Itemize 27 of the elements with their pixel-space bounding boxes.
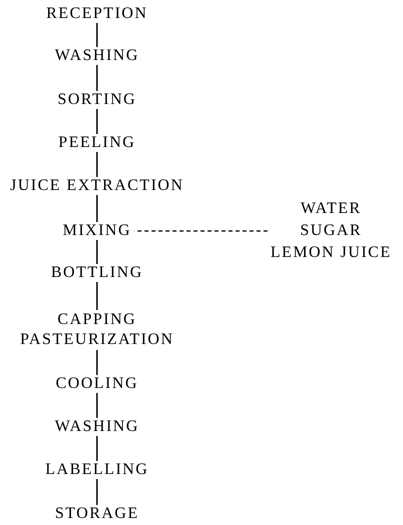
step-label: COOLING <box>52 375 142 393</box>
step-label: JUICE EXTRACTION <box>7 177 187 195</box>
step-label: RECEPTION <box>43 5 151 23</box>
connector-line <box>96 195 98 222</box>
connector-line <box>96 436 98 461</box>
step-label: WASHING <box>52 47 142 65</box>
step-label: BOTTLING <box>48 264 146 282</box>
ingredient-label: LEMON JUICE <box>270 243 392 263</box>
step-label: PASTEURIZATION <box>20 330 174 350</box>
connector-line <box>96 479 98 505</box>
connector-line <box>96 282 98 310</box>
step-label: WASHING <box>52 418 142 436</box>
connector-line <box>96 23 98 47</box>
connector-line <box>96 152 98 177</box>
connector-line <box>96 350 98 375</box>
connector-line <box>96 393 98 418</box>
connector-line <box>96 109 98 134</box>
ingredient-label: WATER <box>300 199 362 219</box>
step-label: CAPPING <box>58 310 136 330</box>
step-label: PEELING <box>55 134 139 152</box>
step-label: SORTING <box>54 91 140 109</box>
step-label: LABELLING <box>42 461 152 479</box>
step-label: MIXING <box>60 222 134 240</box>
connector-line <box>96 65 98 91</box>
step-label: STORAGE <box>52 505 142 523</box>
ingredient-label: SUGAR <box>300 221 362 241</box>
connector-line <box>96 240 98 264</box>
